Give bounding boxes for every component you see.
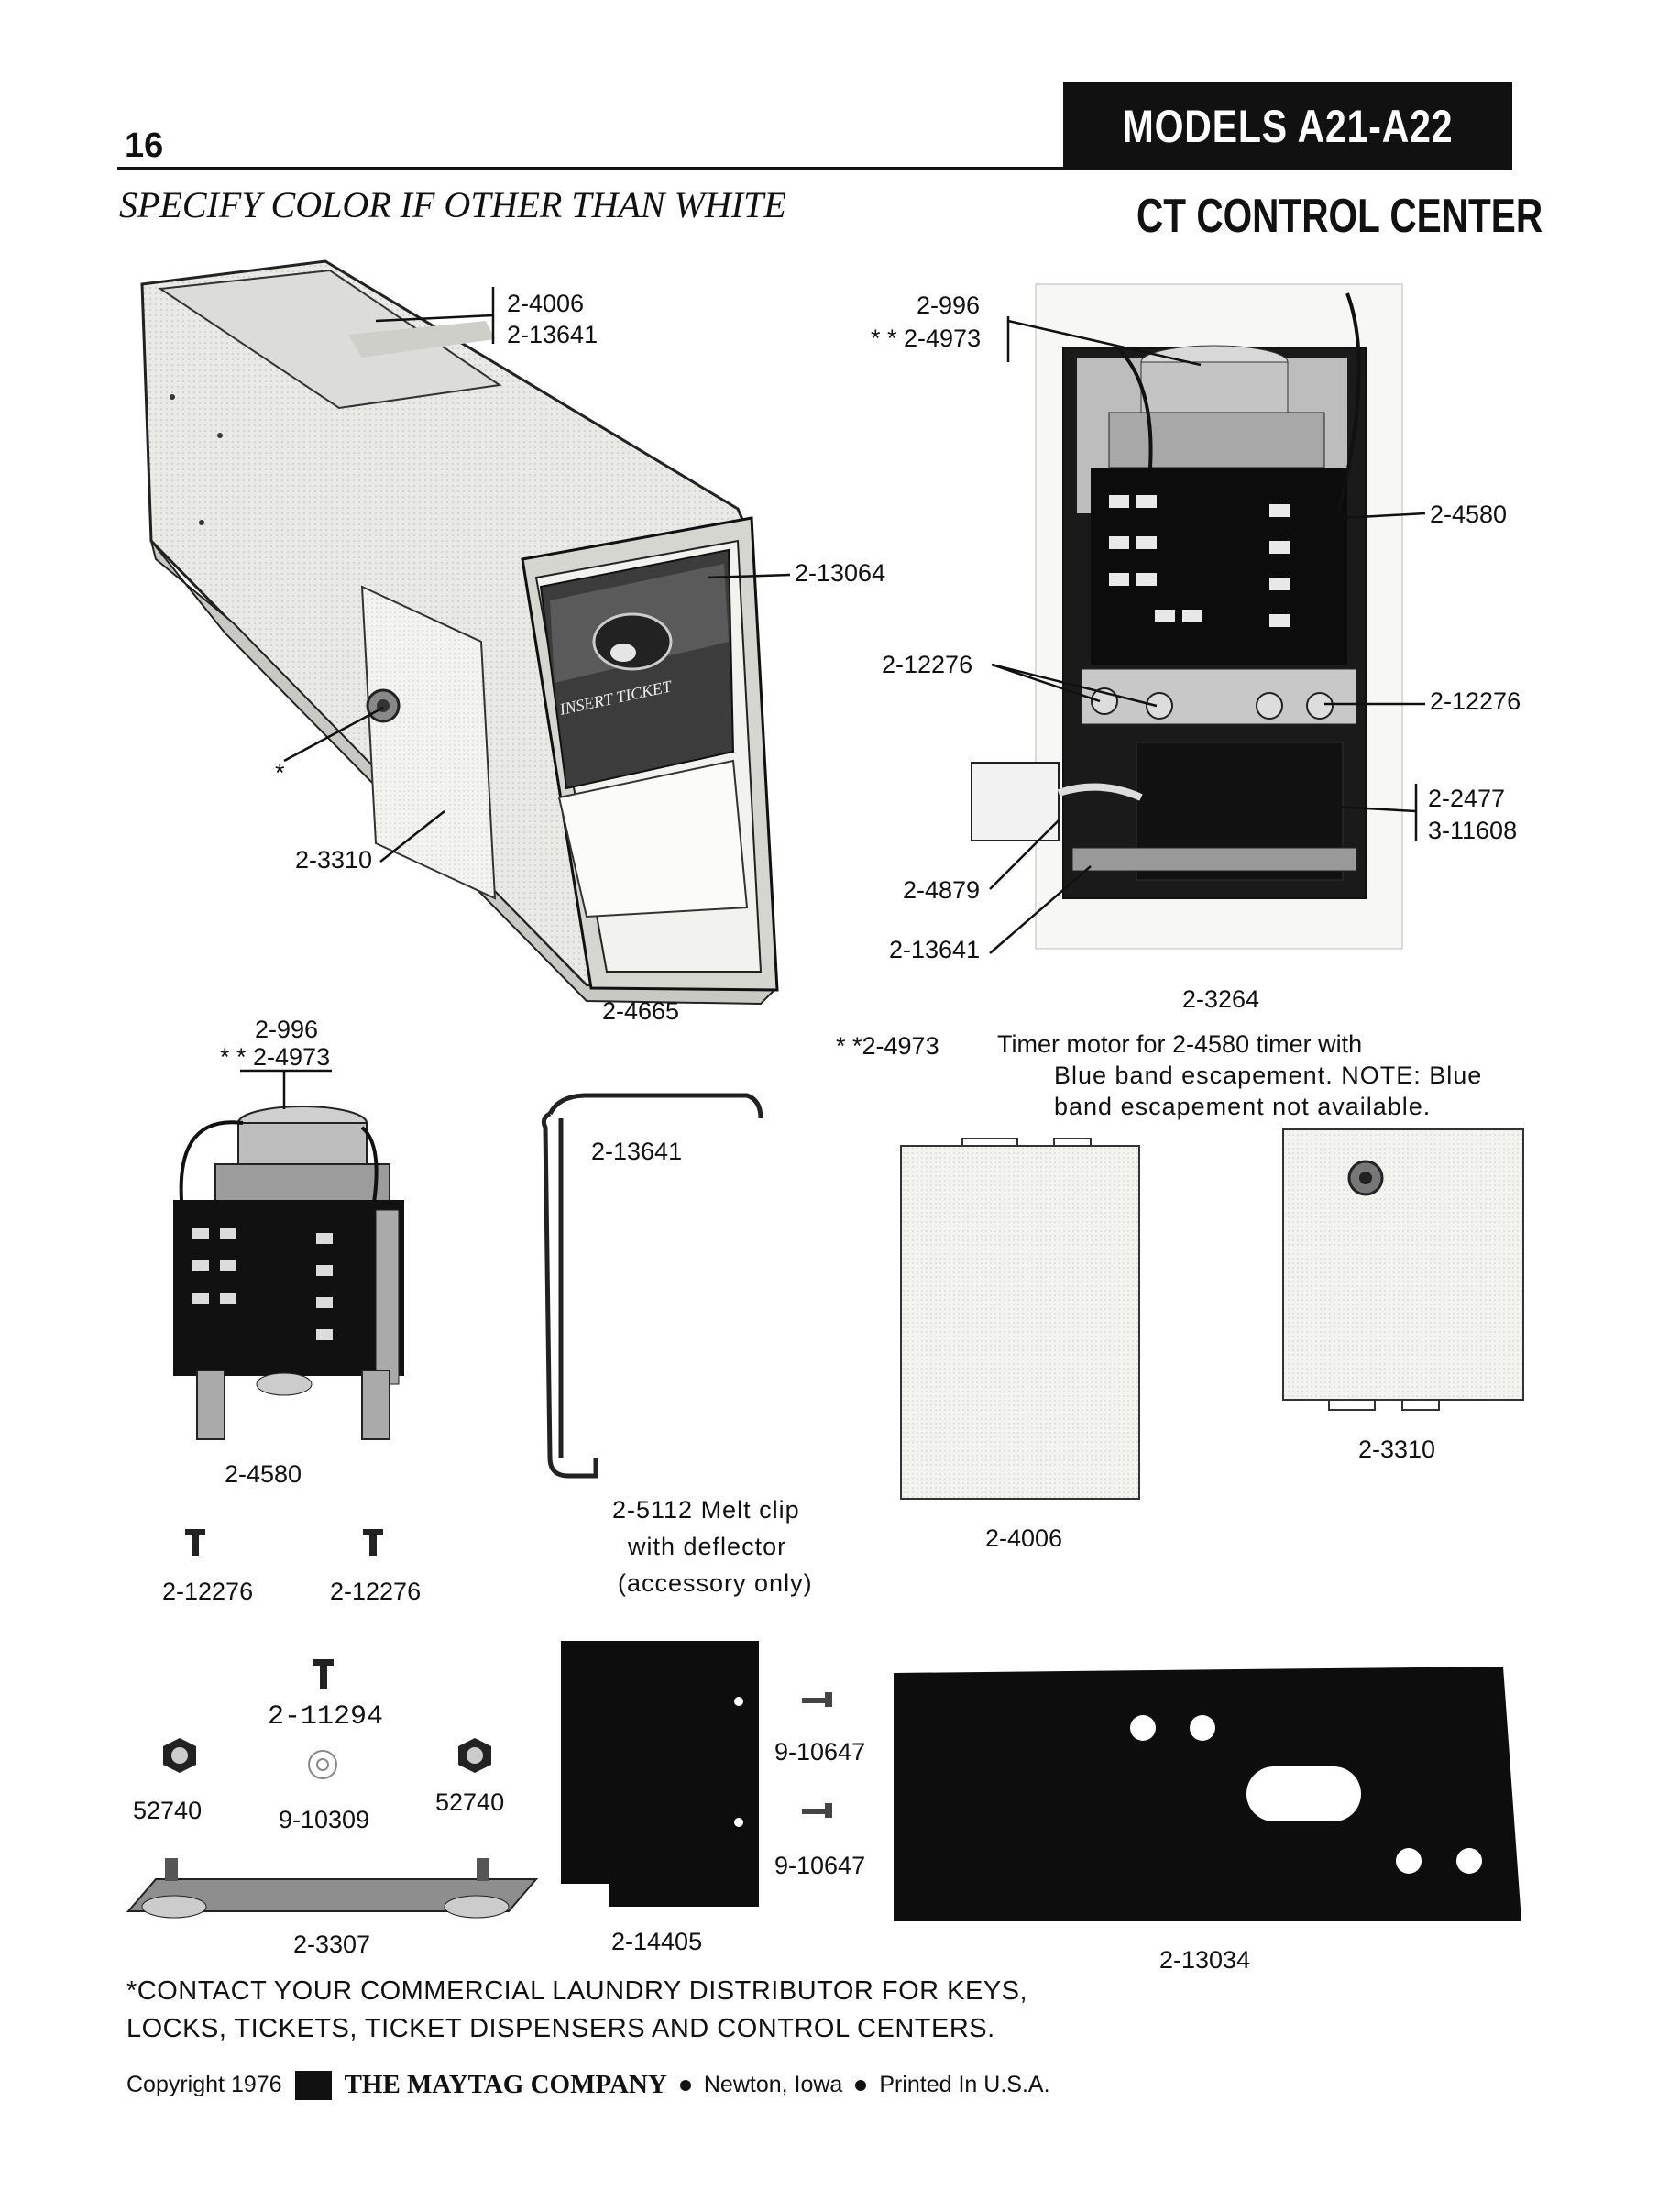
bullet-icon	[855, 2079, 867, 2091]
loose-rivet-a: 9-10647	[774, 1738, 866, 1766]
specify-color-heading: SPECIFY COLOR IF OTHER THAN WHITE	[119, 184, 786, 226]
callout-cabinet-face: 2-13064	[795, 559, 886, 587]
loose-timer-assembly: 2-4580	[225, 1460, 302, 1488]
page-number: 16	[125, 126, 164, 165]
printed-text: Printed In U.S.A.	[879, 2072, 1050, 2097]
black-panel-illustration	[561, 1641, 759, 1907]
loose-timer-top-a: 2-996	[255, 1016, 319, 1043]
cover-plate-illustration	[900, 1138, 1140, 1500]
timer-panel-assembly	[971, 283, 1403, 950]
timer-note-line2: Blue band escapement. NOTE: Blue	[1054, 1062, 1483, 1089]
loose-cover-plate: 2-4006	[985, 1524, 1063, 1552]
loose-black-plate: 2-13034	[1159, 1946, 1251, 1974]
timer-note-line1: Timer motor for 2-4580 timer with	[997, 1030, 1363, 1058]
callout-wire-clip: 2-13641	[889, 936, 981, 963]
footnote-line2: LOCKS, TICKETS, TICKET DISPENSERS AND CO…	[126, 2014, 995, 2043]
rivet-icons	[802, 1692, 832, 1818]
loose-washer: 9-10309	[279, 1806, 370, 1833]
loose-nut-right: 52740	[435, 1788, 505, 1816]
maytag-logo-icon	[294, 2070, 332, 2100]
loose-screw-b: 2-12276	[330, 1578, 422, 1605]
loose-black-panel: 2-14405	[611, 1928, 703, 1955]
models-banner-text: MODELS A21-A22	[1122, 101, 1454, 152]
leader-lines	[240, 287, 1426, 1109]
melt-clip-line2: with deflector	[628, 1533, 787, 1560]
callout-timer-top-b: * * 2-4973	[871, 324, 982, 352]
loose-rivet-b: 9-10647	[774, 1852, 866, 1879]
callout-panel-assembly: 2-3264	[1182, 985, 1260, 1013]
loose-bolt: 2-11294	[268, 1701, 384, 1732]
loose-timer-illustration	[173, 1106, 404, 1440]
company-name: THE MAYTAG COMPANY	[344, 2070, 667, 2099]
callout-connector: 2-4879	[903, 876, 981, 904]
black-plate-illustration	[894, 1666, 1521, 1921]
callout-cabinet-bottom: 2-4665	[602, 997, 680, 1025]
loose-bar: 2-3307	[293, 1930, 371, 1958]
loose-timer-top-b: * * 2-4973	[220, 1043, 331, 1071]
header-rule	[117, 167, 1510, 170]
callout-cabinet-top-a: 2-4006	[507, 290, 585, 317]
door-plate-illustration	[1282, 1128, 1524, 1411]
screw-icons	[185, 1529, 383, 1689]
clip-illustration	[541, 1093, 763, 1479]
loose-screw-a: 2-12276	[162, 1578, 254, 1605]
city-text: Newton, Iowa	[703, 2072, 843, 2097]
callout-screw-right: 2-12276	[1430, 688, 1521, 715]
timer-note-part: * *2-4973	[836, 1032, 939, 1060]
bullet-icon	[679, 2079, 691, 2091]
timer-note-line3: band escapement not available.	[1054, 1093, 1432, 1120]
callout-cabinet-top-b: 2-13641	[507, 321, 598, 348]
nut-washer-icons	[163, 1738, 491, 1779]
callout-screw-left: 2-12276	[882, 651, 973, 678]
callout-bracket-a: 2-2477	[1428, 785, 1506, 812]
callout-cabinet-star: *	[275, 759, 285, 786]
melt-clip-line3: (accessory only)	[618, 1569, 813, 1597]
melt-clip-line1: 2-5112 Melt clip	[612, 1496, 800, 1524]
callout-cabinet-door: 2-3310	[295, 846, 373, 874]
loose-door-plate: 2-3310	[1358, 1436, 1436, 1463]
cabinet-illustration: INSERT TICKET	[140, 259, 779, 1006]
footer: Copyright 1976 THE MAYTAG COMPANY Newton…	[126, 2070, 1050, 2100]
loose-nut-left: 52740	[133, 1797, 203, 1824]
copyright-text: Copyright 1976	[126, 2072, 282, 2097]
bar-illustration	[126, 1858, 539, 1919]
callout-bracket-b: 3-11608	[1428, 817, 1518, 844]
models-banner: MODELS A21-A22	[1063, 82, 1512, 170]
footnote: *CONTACT YOUR COMMERCIAL LAUNDRY DISTRIB…	[126, 1973, 1027, 2048]
footnote-line1: *CONTACT YOUR COMMERCIAL LAUNDRY DISTRIB…	[126, 1976, 1028, 2006]
callout-timer-top-a: 2-996	[917, 292, 981, 319]
callout-timer-right: 2-4580	[1430, 500, 1508, 528]
section-title: CT CONTROL CENTER	[1136, 190, 1543, 243]
loose-clip: 2-13641	[591, 1138, 683, 1165]
